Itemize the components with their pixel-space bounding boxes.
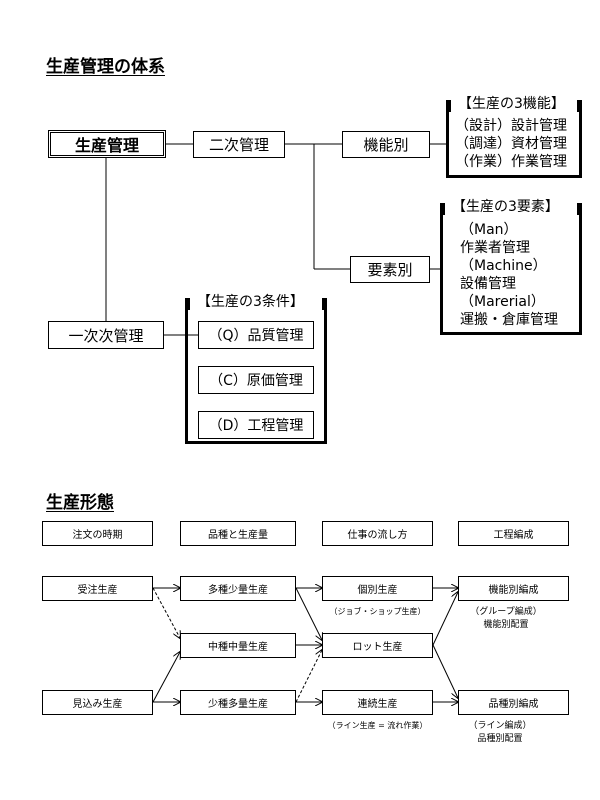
element-item: 運搬・倉庫管理: [460, 312, 558, 328]
element-item: （Machine）: [460, 258, 547, 274]
function-item: （設計）設計管理: [455, 118, 567, 134]
functions-panel-title: 【生産の3機能】: [456, 93, 567, 113]
condition-cost-box: （C）原価管理: [198, 366, 314, 394]
functions-list: （設計）設計管理 （調達）資材管理 （作業）作業管理: [455, 117, 567, 171]
element-item: （Marerial）: [460, 294, 545, 310]
forecast-production-box: 見込み生産: [42, 690, 153, 715]
secondary-management-box: 二次管理: [193, 131, 285, 158]
product-layout-note: （ライン編成） 品種別配置: [468, 721, 532, 744]
forms-title: 生産形態: [46, 493, 114, 513]
primary-management-box: 一次次管理: [48, 321, 164, 349]
condition-quality-box: （Q）品質管理: [198, 321, 314, 349]
continuous-production-note: （ライン生産 = 流れ作業）: [327, 721, 428, 730]
conditions-panel-title: 【生産の3条件】: [195, 291, 306, 311]
mid-variety-mid-volume-box: 中種中量生産: [180, 633, 296, 658]
high-variety-low-volume-box: 多種少量生産: [180, 576, 296, 601]
condition-delivery-box: （D）工程管理: [198, 411, 314, 439]
low-variety-high-volume-box: 少種多量生産: [180, 690, 296, 715]
header-process-layout: 工程編成: [458, 521, 569, 546]
elements-panel-title: 【生産の3要素】: [450, 196, 561, 216]
function-item: （作業）作業管理: [455, 154, 567, 170]
order-production-box: 受注生産: [42, 576, 153, 601]
header-work-flow: 仕事の流し方: [322, 521, 433, 546]
lot-production-box: ロット生産: [322, 633, 433, 658]
main-management-box: 生産管理: [48, 130, 166, 158]
elements-panel: [440, 203, 582, 335]
job-production-box: 個別生産: [322, 576, 433, 601]
element-item: 設備管理: [460, 276, 516, 292]
function-item: （調達）資材管理: [455, 136, 567, 152]
product-layout-box: 品種別編成: [458, 690, 569, 715]
elemental-box: 要素別: [350, 256, 430, 283]
functional-layout-note: （グループ編成） 機能別配置: [470, 607, 542, 630]
conditions-panel: [185, 298, 327, 444]
elements-list: （Man） 作業者管理 （Machine） 設備管理 （Marerial） 運搬…: [460, 221, 558, 329]
header-order-timing: 注文の時期: [42, 521, 153, 546]
system-title: 生産管理の体系: [46, 57, 165, 77]
header-variety-volume: 品種と生産量: [180, 521, 296, 546]
element-item: 作業者管理: [460, 240, 530, 256]
functions-panel: [446, 100, 582, 178]
element-item: （Man）: [460, 222, 518, 238]
functional-box: 機能別: [342, 131, 430, 158]
job-production-note: （ジョブ・ショップ生産）: [329, 607, 426, 616]
functional-layout-box: 機能別編成: [458, 576, 569, 601]
continuous-production-box: 連続生産: [322, 690, 433, 715]
